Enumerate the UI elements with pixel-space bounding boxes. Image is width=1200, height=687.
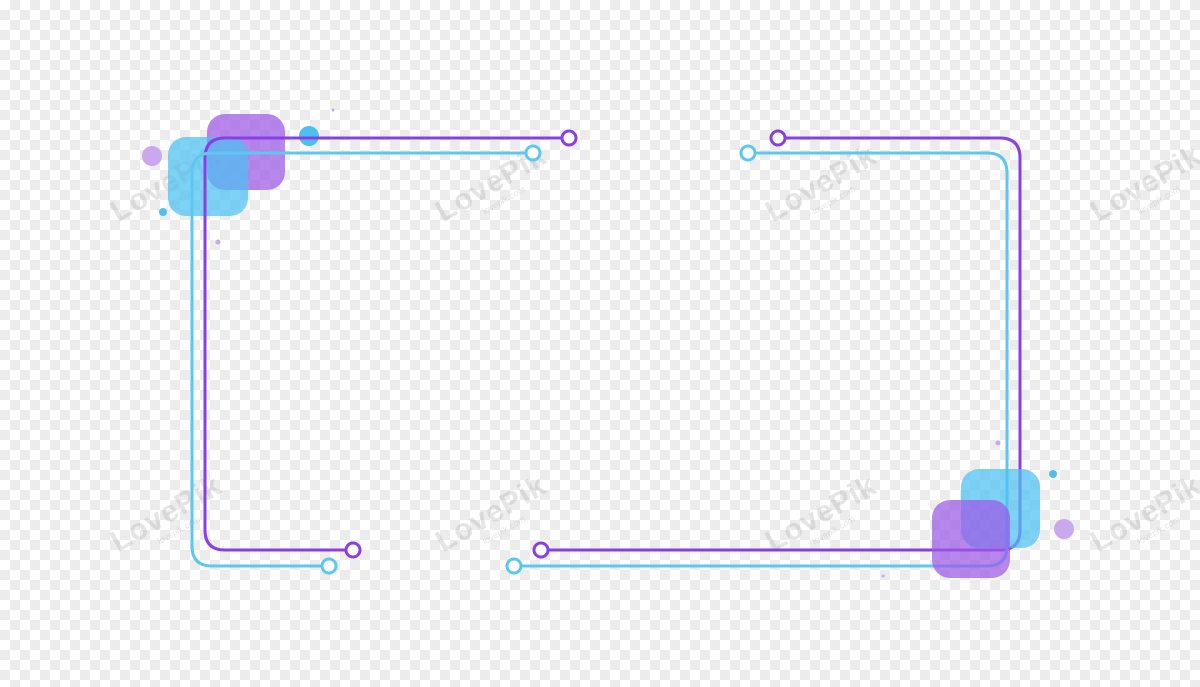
- line-end-node: [524, 144, 542, 162]
- dot: [881, 574, 885, 578]
- line-end-node: [320, 557, 338, 575]
- right-bracket-blue-line: [521, 151, 1009, 568]
- dot: [159, 208, 167, 216]
- top-left-blue-square: [168, 137, 248, 216]
- line-end-node: [769, 129, 787, 147]
- dot: [1054, 519, 1074, 539]
- dot: [1049, 470, 1057, 478]
- dot: [299, 126, 319, 146]
- dot: [142, 146, 162, 166]
- dot: [331, 108, 335, 112]
- left-bracket-blue-line: [190, 151, 526, 568]
- left-bracket-purple-line: [203, 136, 563, 552]
- dot: [995, 440, 1001, 446]
- line-end-node: [739, 144, 757, 162]
- line-end-node: [532, 541, 550, 559]
- bottom-right-purple-square: [932, 500, 1010, 578]
- right-bracket-purple-line: [548, 136, 1022, 552]
- line-end-node: [560, 129, 578, 147]
- dot: [215, 239, 221, 245]
- line-end-node: [505, 557, 523, 575]
- line-end-node: [344, 541, 362, 559]
